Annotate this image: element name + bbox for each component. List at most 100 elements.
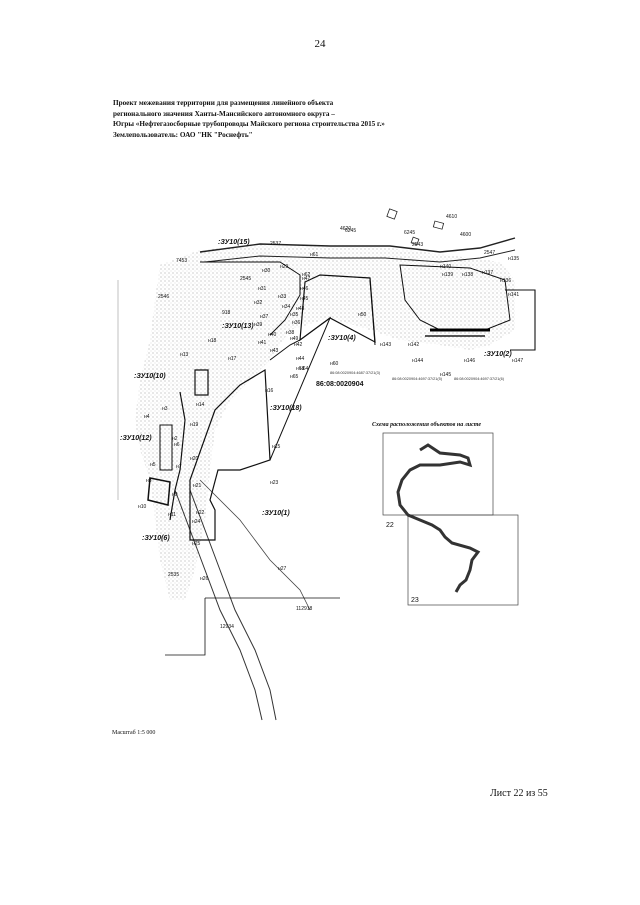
zone-label: :ЗУ10(13) xyxy=(222,323,254,330)
point-label: н41 xyxy=(258,340,267,346)
contour-label: 2537 xyxy=(270,241,281,247)
building-3 xyxy=(432,220,445,230)
contour-label: 112918 xyxy=(296,606,313,612)
point-label: н2 xyxy=(172,436,178,442)
point-label: н43 xyxy=(270,348,279,354)
point-label: н137 xyxy=(482,270,493,276)
point-label: н17 xyxy=(228,356,237,362)
point-label: н48 xyxy=(296,306,305,312)
point-label: н145 xyxy=(440,372,451,378)
pipeline-corridor xyxy=(174,489,263,721)
point-label: н33 xyxy=(278,294,287,300)
point-label: н24 xyxy=(192,519,201,525)
point-label: н14 xyxy=(196,402,205,408)
contour-label: 2543 xyxy=(412,242,423,248)
point-label: н47 xyxy=(302,276,311,282)
point-label: н39 xyxy=(254,322,263,328)
point-label: н16 xyxy=(265,388,274,394)
bottom-left-frame xyxy=(165,598,206,656)
building-2 xyxy=(410,236,420,246)
point-label: н34 xyxy=(282,304,291,310)
point-label: н146 xyxy=(464,358,475,364)
plot-boundary-10 xyxy=(194,369,209,396)
heading-line-1: Проект межевания территории для размещен… xyxy=(113,99,334,107)
point-label: н140 xyxy=(440,264,451,270)
contour-label: 4620 xyxy=(340,226,351,232)
inset-sheet-23: 23 xyxy=(411,597,419,604)
contour-label: 918 xyxy=(222,310,231,316)
contour-label: 7453 xyxy=(176,258,187,264)
point-label: н64 xyxy=(300,366,309,372)
point-label: н138 xyxy=(462,272,473,278)
point-label: н9 xyxy=(172,492,178,498)
point-label: н139 xyxy=(442,272,453,278)
plot-boundary-6 xyxy=(147,477,171,506)
point-label: н30 xyxy=(262,268,271,274)
plot-boundary-15 xyxy=(200,261,301,336)
point-label: н143 xyxy=(380,342,391,348)
inset-sheet-22: 22 xyxy=(386,522,394,529)
map-scale: Масштаб 1:5 000 xyxy=(112,730,156,736)
heading-line-2: регионального значения Ханты-Мансийского… xyxy=(113,109,335,118)
building-1 xyxy=(386,208,398,220)
point-label: н20 xyxy=(190,456,199,462)
point-label: н147 xyxy=(512,358,523,364)
plot-boundary-main xyxy=(269,316,332,461)
point-label: н144 xyxy=(412,358,423,364)
point-label: н44 xyxy=(296,356,305,362)
point-label: н13 xyxy=(180,352,189,358)
document-heading: Проект межевания территории для размещен… xyxy=(113,98,473,140)
zone-label: :ЗУ10(12) xyxy=(120,435,152,442)
inset-route xyxy=(396,443,481,593)
cadastral-number: 86:08:0020904 xyxy=(316,381,364,388)
point-label: н38 xyxy=(286,330,295,336)
plot-boundary-12 xyxy=(159,424,173,471)
point-label: н21 xyxy=(193,483,202,489)
inset-title: Схема расположения объектов на листе xyxy=(372,421,481,428)
zone-label: :ЗУ10(4) xyxy=(328,335,356,342)
tiny-label: 86:08:0020904:4697:37/21(6) xyxy=(454,377,505,381)
sheet-number: Лист 22 из 55 xyxy=(490,788,548,799)
plot-boundary-18 xyxy=(189,368,271,541)
zone-label: :ЗУ10(18) xyxy=(270,405,302,412)
contour-label: 6245 xyxy=(404,230,415,236)
tiny-label: 86:08:0020904:4687:37/21(3) xyxy=(330,371,381,375)
point-label: н50 xyxy=(358,312,367,318)
point-label: н23 xyxy=(270,480,279,486)
point-label: н63 xyxy=(296,366,305,372)
point-label: н11 xyxy=(168,512,176,518)
point-label: н19 xyxy=(190,422,199,428)
point-label: н7 xyxy=(176,464,182,470)
contour-label: 2535 xyxy=(168,572,179,578)
zone-label: :ЗУ10(15) xyxy=(218,239,250,246)
point-label: н22 xyxy=(196,510,205,516)
point-label: н49 xyxy=(290,336,299,342)
pipeline-corridor-3 xyxy=(199,479,311,611)
top-road xyxy=(199,237,516,253)
point-label: н15 xyxy=(272,444,281,450)
point-label: н62 xyxy=(302,272,311,278)
point-label: н4 xyxy=(144,414,150,420)
point-label: н18 xyxy=(208,338,217,344)
point-label: н5 xyxy=(150,462,156,468)
contour-label: 4600 xyxy=(460,232,471,238)
point-label: н141 xyxy=(508,292,519,298)
point-label: н42 xyxy=(294,342,303,348)
zone-label: :ЗУ10(2) xyxy=(484,351,512,358)
contour-label: 12934 xyxy=(220,624,234,630)
point-label: н26 xyxy=(200,576,209,582)
page-number: 24 xyxy=(314,38,326,50)
point-label: н36 xyxy=(292,320,301,326)
zone-label: :ЗУ10(10) xyxy=(134,373,166,380)
point-label: н45 xyxy=(300,296,309,302)
contour-label: 2547 xyxy=(484,250,495,256)
point-label: н136 xyxy=(500,278,511,284)
point-label: н25 xyxy=(192,541,201,547)
zone-label: :ЗУ10(6) xyxy=(142,535,170,542)
point-label: н65 xyxy=(290,374,299,380)
point-label: н6 xyxy=(174,442,180,448)
point-label: н32 xyxy=(254,300,263,306)
point-label: н27 xyxy=(278,566,287,572)
contour-label: 6245 xyxy=(345,228,356,234)
